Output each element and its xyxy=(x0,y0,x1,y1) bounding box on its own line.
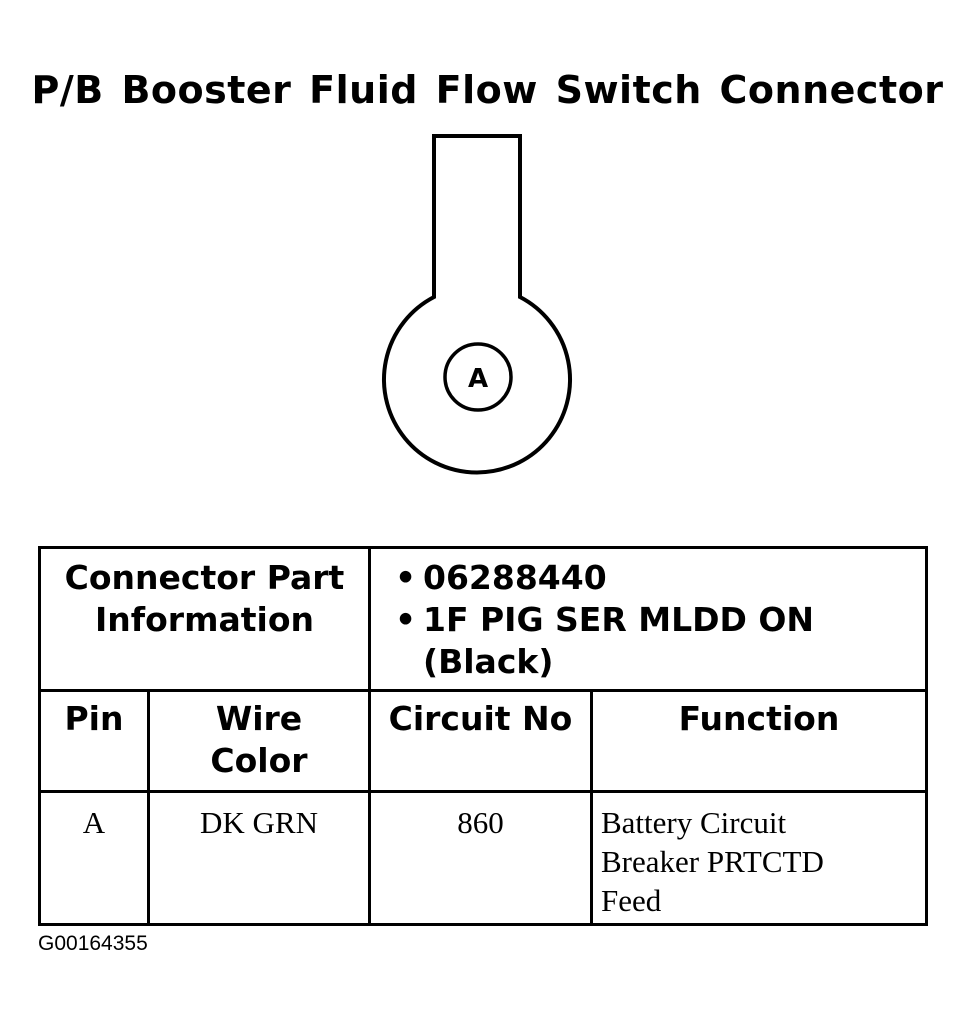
part-number: 06288440 xyxy=(423,558,607,597)
cell-function-line2: Breaker PRTCTD xyxy=(601,844,824,879)
image-id: G00164355 xyxy=(38,932,148,955)
column-header-function: Function xyxy=(590,689,928,793)
column-header-wire-color: Wire Color xyxy=(147,689,371,793)
column-header-wire-color-line2: Color xyxy=(210,741,308,780)
cell-function-line1: Battery Circuit xyxy=(601,805,787,840)
pin-a-cavity xyxy=(443,342,513,412)
part-info-label-line1: Connector Part xyxy=(64,558,345,597)
connector-outline xyxy=(382,134,572,475)
bullet-icon: • xyxy=(395,600,417,639)
table-row: A DK GRN 860 Battery Circuit Breaker PRT… xyxy=(38,790,928,926)
column-header-row: Pin Wire Color Circuit No Function xyxy=(38,689,928,793)
column-header-wire-color-line1: Wire xyxy=(215,699,303,738)
part-info-label-line2: Information xyxy=(95,600,314,639)
diagram-title: P/B Booster Fluid Flow Switch Connector xyxy=(31,68,944,112)
column-header-pin: Pin xyxy=(38,689,150,793)
column-header-circuit-no: Circuit No xyxy=(368,689,593,793)
cell-circuit-no: 860 xyxy=(368,790,593,926)
column-header-circuit-no-label: Circuit No xyxy=(388,699,573,738)
part-info-value-cell: • 06288440 • 1F PIG SER MLDD ON (Black) xyxy=(368,546,928,692)
cell-pin: A xyxy=(38,790,150,926)
column-header-pin-label: Pin xyxy=(64,699,124,738)
part-description: 1F PIG SER MLDD ON xyxy=(423,600,815,639)
cell-function: Battery Circuit Breaker PRTCTD Feed xyxy=(590,790,928,926)
bullet-icon: • xyxy=(395,558,417,597)
part-color: (Black) xyxy=(423,642,554,681)
part-description-item: • 1F PIG SER MLDD ON xyxy=(395,599,925,641)
part-info-row: Connector Part Information • 06288440 • … xyxy=(38,546,928,692)
connector-info-table: Connector Part Information • 06288440 • … xyxy=(38,546,928,926)
column-header-function-label: Function xyxy=(678,699,840,738)
pin-a-label: A xyxy=(468,364,488,394)
cell-function-line3: Feed xyxy=(601,883,662,918)
connector-face-diagram: A xyxy=(382,134,572,475)
part-info-label-cell: Connector Part Information xyxy=(38,546,371,692)
cell-wire-color: DK GRN xyxy=(147,790,371,926)
part-number-item: • 06288440 xyxy=(395,557,925,599)
